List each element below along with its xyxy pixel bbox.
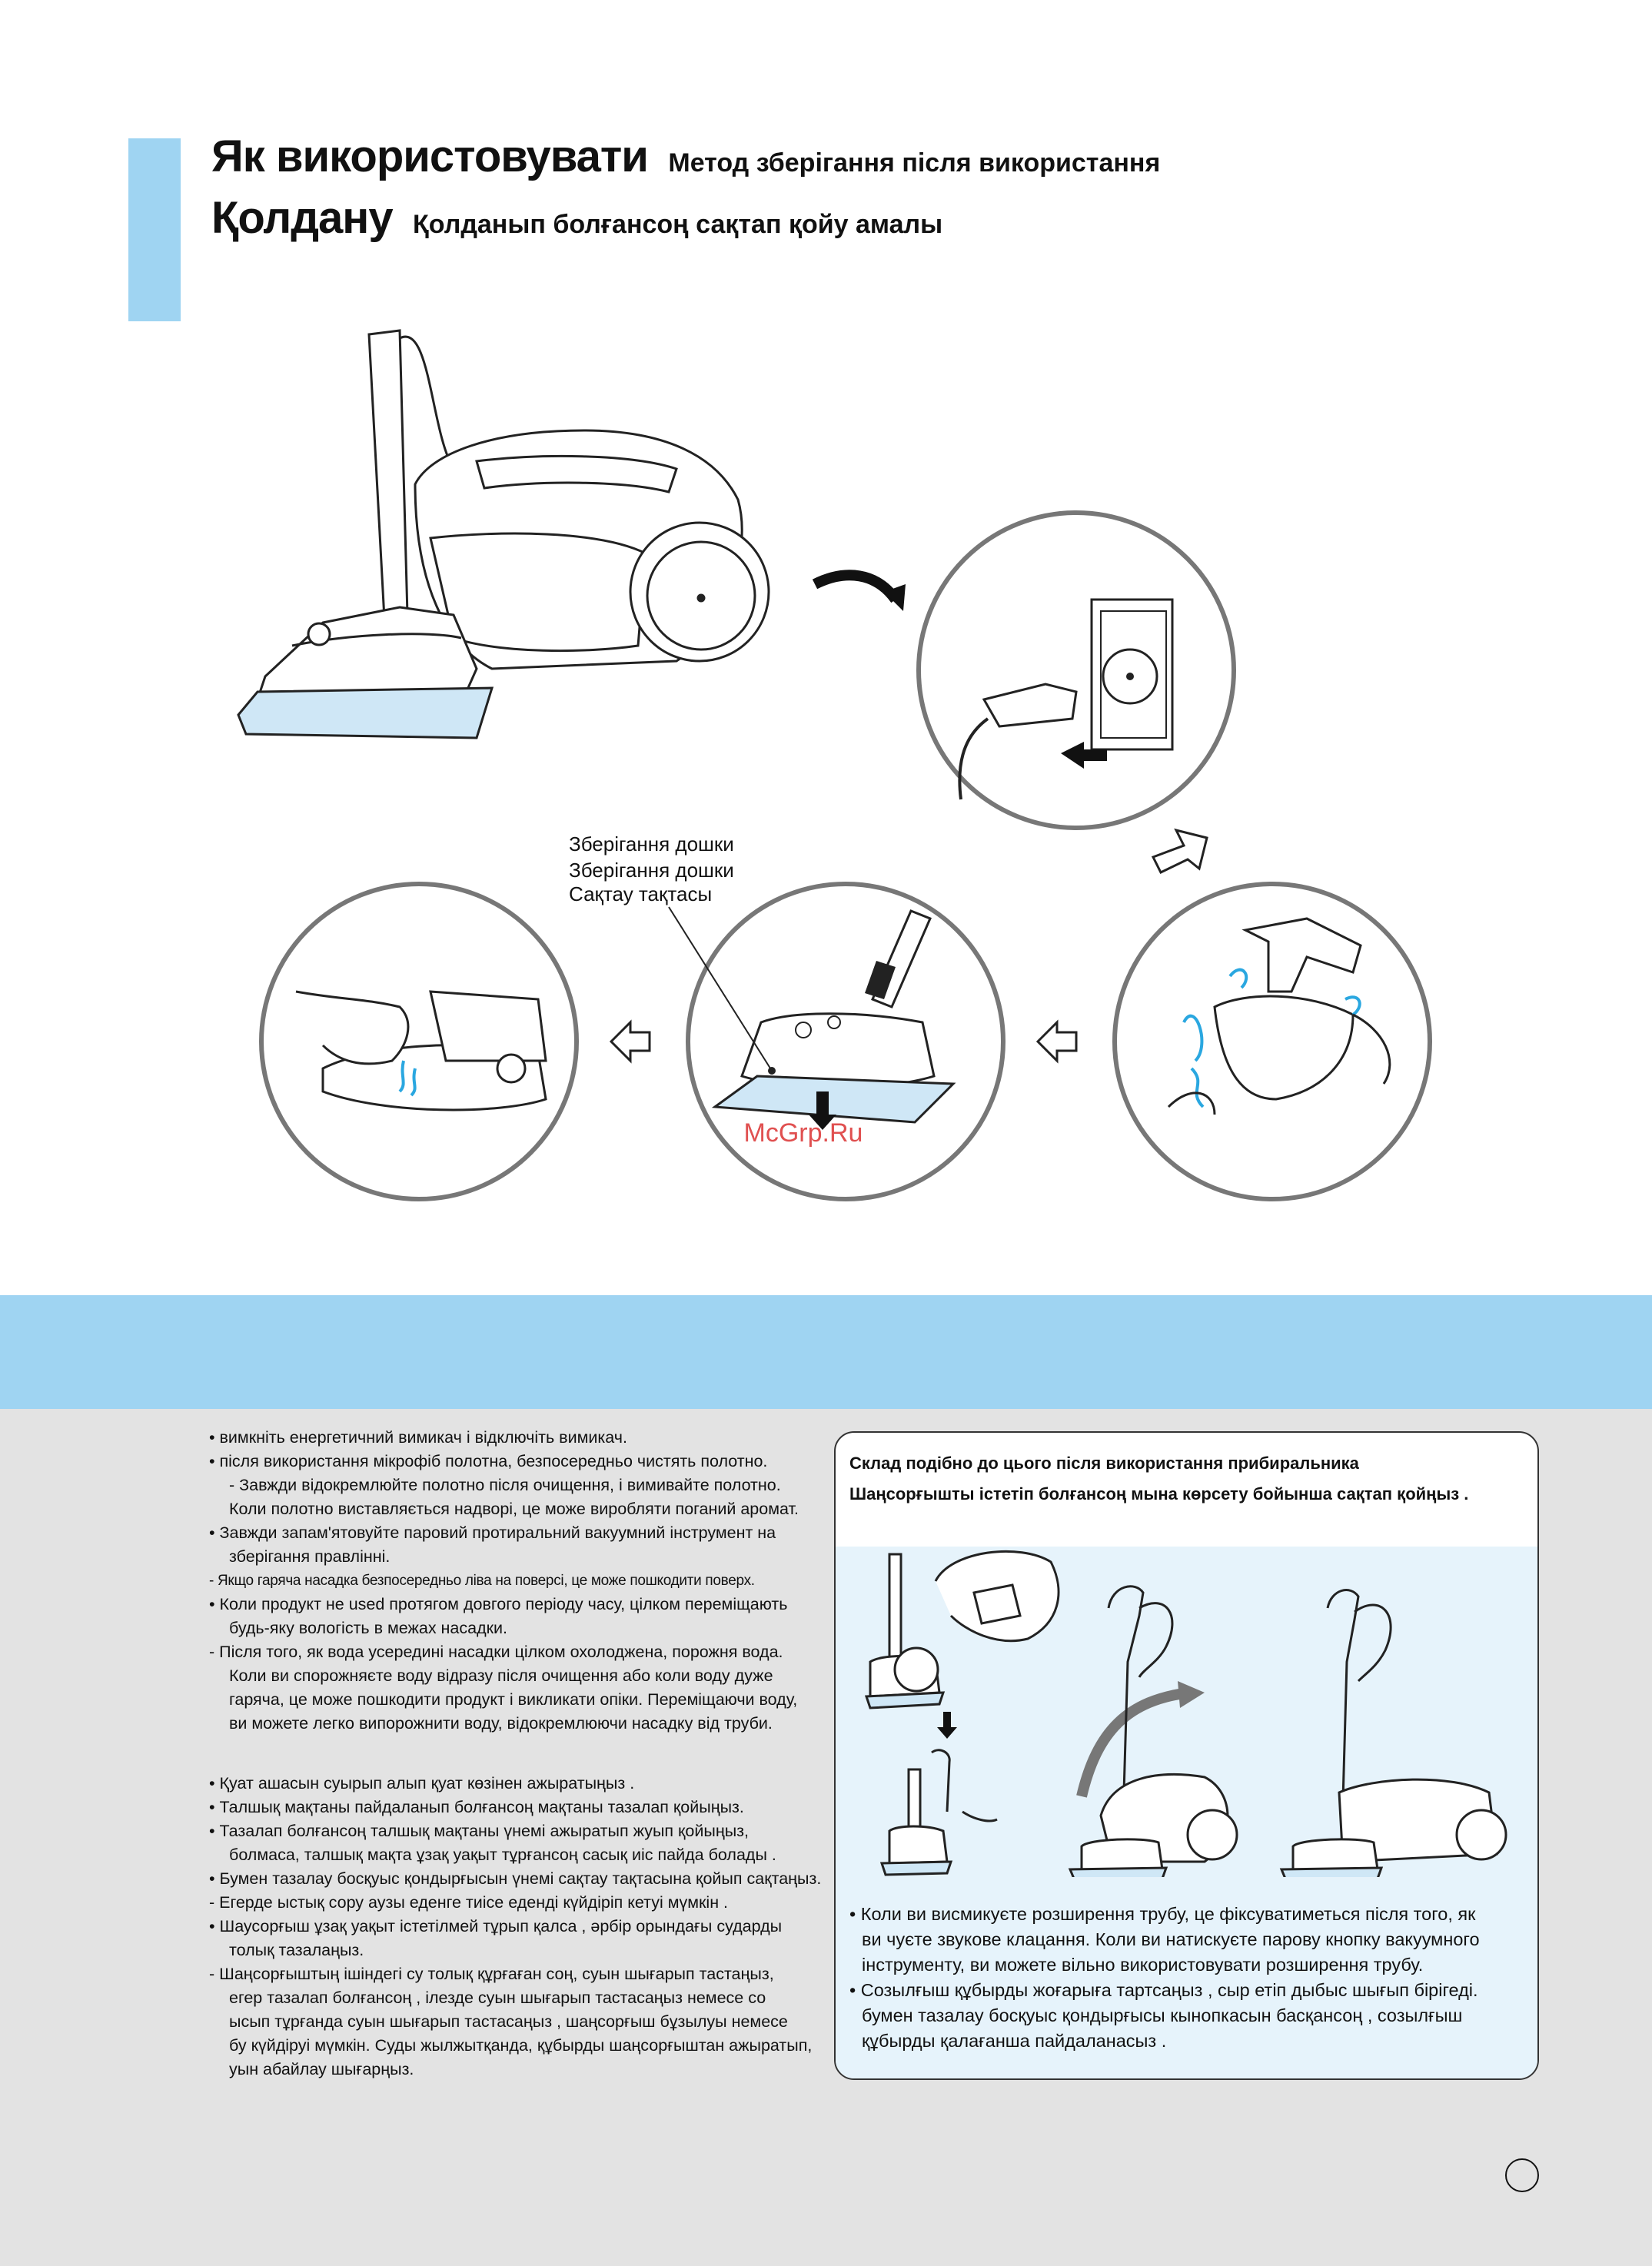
watermark-text: McGrp.Ru: [744, 1118, 863, 1148]
section-band: [0, 1295, 1652, 1409]
note-line: • Талшық мақтаны пайдаланып болғансоң ма…: [209, 1798, 744, 1816]
note-line: - Якщо гаряча насадка безпосередньо ліва…: [209, 1573, 755, 1589]
note-line: - Після того, як вода усередині насадки …: [209, 1643, 783, 1661]
note-line: • Коли продукт не used протягом довгого …: [209, 1595, 788, 1613]
storage-info-box: Склад подібно до цього після використанн…: [834, 1431, 1539, 2080]
note-line: • після використання мікрофіб полотна, б…: [209, 1452, 768, 1470]
box-notes: • Коли ви висмикуєте розширення трубу, ц…: [849, 1902, 1480, 2054]
box-heading-ua: Склад подібно до цього після використанн…: [849, 1454, 1359, 1473]
page-number-marker: [1505, 2158, 1539, 2192]
flow-arrow-outline-3: [609, 1019, 651, 1064]
note-line: • Шаусорғыш ұзақ уақыт істетілмей тұрып …: [209, 1917, 783, 1935]
note-line: - Егерде ыстық сору аузы еденге тиісе ед…: [209, 1893, 729, 1912]
note-line: зберігання правлінні.: [229, 1547, 391, 1566]
box-note-line: бумен тазалау босқуыс қондырғысы кынопка…: [862, 2005, 1463, 2025]
note-line: болмаса, талшық мақта ұзақ уақыт тұрғанс…: [229, 1846, 776, 1864]
note-line: - Завжди відокремлюйте полотно після очи…: [229, 1476, 781, 1494]
vacuum-cleaner-drawing: [237, 329, 770, 739]
box-note-line: құбырды қалағанша пайдаланасыз .: [862, 2031, 1167, 2051]
plate-label-line-1: Зберігання дошки: [569, 832, 734, 856]
note-line: • Тазалап болғансоң талшық мақтаны үнемі…: [209, 1822, 750, 1840]
step-drain-water-circle: [259, 882, 579, 1201]
step-storage-plate-circle: McGrp.Ru: [668, 882, 1005, 1201]
box-heading-kk: Шаңсорғышты істетіп болғансоң мына көрсе…: [849, 1484, 1469, 1503]
place-down-arrow: [809, 1091, 836, 1130]
flow-arrow-curved: [812, 570, 900, 603]
title-row-ua: Як використовувати Метод зберігання післ…: [211, 131, 1160, 182]
plate-label-line-2: Зберігання дошки: [569, 859, 734, 882]
box-note-line: інструменту, ви можете вільно використов…: [862, 1955, 1424, 1975]
box-illustration-area: [836, 1547, 1537, 2078]
pull-direction-arrow: [1061, 742, 1107, 769]
header-accent-bar: [128, 138, 181, 321]
note-line: толық тазалаңыз.: [229, 1941, 364, 1959]
note-line: • вимкніть енергетичний вимикач і відклю…: [209, 1428, 627, 1447]
note-line: бу күйдіруі мүмкін. Суды жылжытқанда, құ…: [229, 2036, 813, 2055]
note-line: • Қуат ашасын суырып алып қуат көзінен а…: [209, 1774, 635, 1793]
box-note-line: • Созылғыш құбырды жоғарыға тартсаңыз , …: [849, 1980, 1478, 2000]
box-note-line: • Коли ви висмикуєте розширення трубу, ц…: [849, 1904, 1476, 1924]
note-line: уын абайлау шығарңыз.: [229, 2060, 414, 2078]
notes-ukrainian: • вимкніть енергетичний вимикач і відклю…: [209, 1426, 799, 1736]
note-line: • Завжди запам'ятовуйте паровий протирал…: [209, 1523, 776, 1542]
note-line: - Шаңсорғыштың ішіндегі су толық құрғаға…: [209, 1965, 774, 1983]
step-unplug-circle: [916, 510, 1236, 830]
storage-steps-illustration: McGrp.Ru Зберігання дошки Зберігання дош…: [237, 329, 1432, 1201]
plate-label-line-3: Сақтау тақтасы: [569, 882, 712, 905]
flow-arrow-outline-1: [1151, 828, 1208, 874]
notes-kazakh: • Қуат ашасын суырып алып қуат көзінен а…: [209, 1772, 821, 2082]
note-line: ысып тұрғанда суын шығарып тастасаңыз , …: [229, 2012, 788, 2031]
note-line: • Бумен тазалау босқуыс қондырғысын үнем…: [209, 1869, 822, 1888]
title-row-kk: Қолдану Қолданып болғансоң сақтап қойу а…: [211, 192, 942, 244]
page-title-kk: Қолдану: [211, 193, 394, 243]
step-wash-circle: [1112, 882, 1432, 1201]
page-subtitle-kk: Қолданып болғансоң сақтап қойу амалы: [413, 210, 943, 239]
note-line: будь-яку вологість в межах насадки.: [229, 1619, 508, 1637]
box-note-line: ви чуєте звукове клацання. Коли ви натис…: [862, 1929, 1480, 1949]
page-subtitle-ua: Метод зберігання після використання: [668, 148, 1161, 178]
note-line: Коли ви спорожняєте воду відразу після о…: [229, 1666, 773, 1685]
note-line: егер тазалап болғансоң , ілезде суын шығ…: [229, 1989, 766, 2007]
upright-storage-illustration: [864, 1550, 1507, 1880]
note-line: гаряча, це може пошкодити продукт і викл…: [229, 1690, 798, 1709]
page-title-ua: Як використовувати: [211, 131, 649, 181]
note-line: Коли полотно виставляється надворі, це м…: [229, 1500, 799, 1518]
flow-arrow-outline-2: [1035, 1019, 1078, 1064]
note-line: ви можете легко випорожнити воду, відокр…: [229, 1714, 773, 1733]
